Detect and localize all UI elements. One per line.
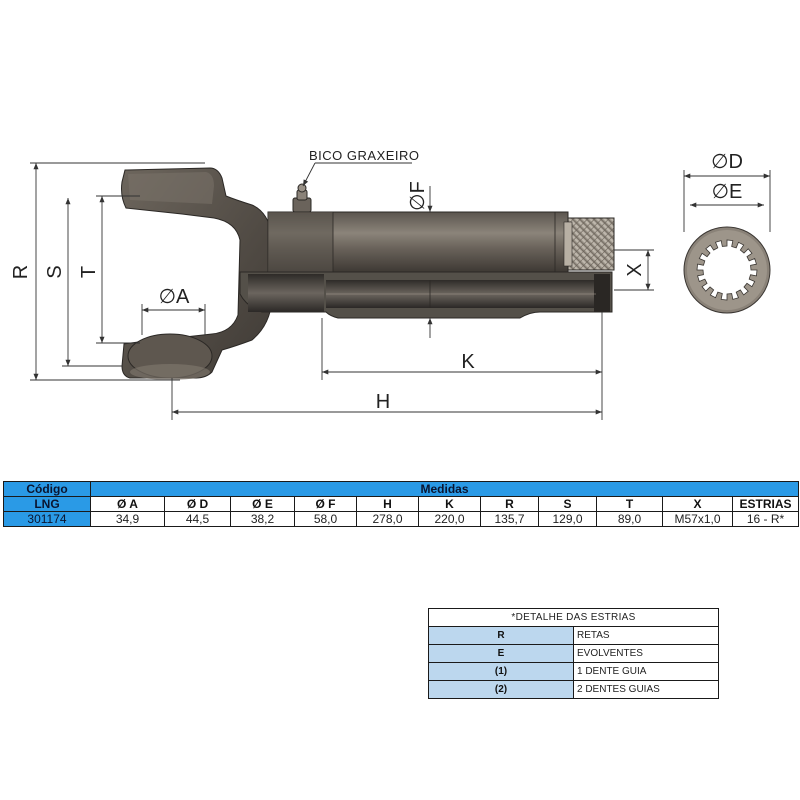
- spec-header-row: Código Medidas: [3, 481, 800, 497]
- spec-column-row: LNG Ø A Ø D Ø E Ø F H K R S T X ESTRIAS: [3, 496, 800, 512]
- code-header: Código: [3, 481, 91, 497]
- value-cell: 58,0: [294, 511, 357, 527]
- table-row: 301174 34,9 44,5 38,2 58,0 278,0 220,0 1…: [3, 511, 800, 527]
- value-cell: 89,0: [596, 511, 663, 527]
- value-cell: 135,7: [480, 511, 539, 527]
- legend-desc: 1 DENTE GUIA: [573, 662, 719, 681]
- legend-row: (2) 2 DENTES GUIAS: [428, 680, 719, 699]
- value-cell: 16 - R*: [731, 511, 800, 527]
- value-cell: 38,2: [230, 511, 295, 527]
- col-header: T: [596, 496, 663, 512]
- label-A: ∅A: [159, 286, 190, 308]
- col-header: Ø A: [90, 496, 165, 512]
- value-cell: 220,0: [418, 511, 481, 527]
- section-view: [239, 271, 613, 319]
- yoke: [121, 167, 273, 380]
- value-cell: 129,0: [538, 511, 597, 527]
- label-T: T: [78, 266, 100, 278]
- label-D: ∅D: [711, 151, 743, 173]
- label-F: ∅F: [407, 181, 429, 211]
- col-header: R: [480, 496, 539, 512]
- legend-key: R: [428, 626, 574, 645]
- product-code: 301174: [3, 511, 91, 527]
- value-cell: 278,0: [356, 511, 419, 527]
- col-header: X: [662, 496, 733, 512]
- legend-key: (2): [428, 680, 574, 699]
- spline-bore: [696, 239, 758, 301]
- legend-desc: EVOLVENTES: [573, 644, 719, 663]
- label-K: K: [461, 351, 475, 373]
- spline-end-view: [683, 226, 771, 314]
- col-header: Ø D: [164, 496, 231, 512]
- label-H: H: [376, 391, 390, 413]
- grease-fitting: [292, 183, 312, 213]
- label-E: ∅E: [712, 181, 743, 203]
- legend-key: E: [428, 644, 574, 663]
- col-header: Ø F: [294, 496, 357, 512]
- legend-title: *DETALHE DAS ESTRIAS: [428, 608, 719, 627]
- technical-drawing: R S T ∅A ∅F K H X ∅D ∅E BICO GRAXEIRO: [10, 148, 771, 420]
- legend-key: (1): [428, 662, 574, 681]
- legend-row: E EVOLVENTES: [428, 644, 719, 663]
- legend-row: R RETAS: [428, 626, 719, 645]
- legend-title-row: *DETALHE DAS ESTRIAS: [428, 608, 719, 627]
- grease-fitting-callout: BICO GRAXEIRO: [309, 148, 420, 163]
- outer-shaft: [267, 211, 615, 273]
- label-R: R: [10, 265, 32, 279]
- col-header: S: [538, 496, 597, 512]
- dimension-lines: [30, 162, 771, 420]
- col-header: Ø E: [230, 496, 295, 512]
- label-X: X: [624, 263, 646, 276]
- legend-row: (1) 1 DENTE GUIA: [428, 662, 719, 681]
- value-cell: 44,5: [164, 511, 231, 527]
- legend-desc: RETAS: [573, 626, 719, 645]
- spline-legend: *DETALHE DAS ESTRIAS R RETAS E EVOLVENTE…: [428, 608, 719, 699]
- col-header: K: [418, 496, 481, 512]
- measures-header: Medidas: [89, 481, 800, 497]
- brand-cell: LNG: [3, 496, 91, 512]
- value-cell: M57x1,0: [662, 511, 733, 527]
- legend-desc: 2 DENTES GUIAS: [573, 680, 719, 699]
- col-header: ESTRIAS: [731, 496, 800, 512]
- label-S: S: [44, 265, 66, 278]
- spec-table: Código Medidas LNG Ø A Ø D Ø E Ø F H K R…: [3, 481, 800, 527]
- value-cell: 34,9: [90, 511, 165, 527]
- col-header: H: [356, 496, 419, 512]
